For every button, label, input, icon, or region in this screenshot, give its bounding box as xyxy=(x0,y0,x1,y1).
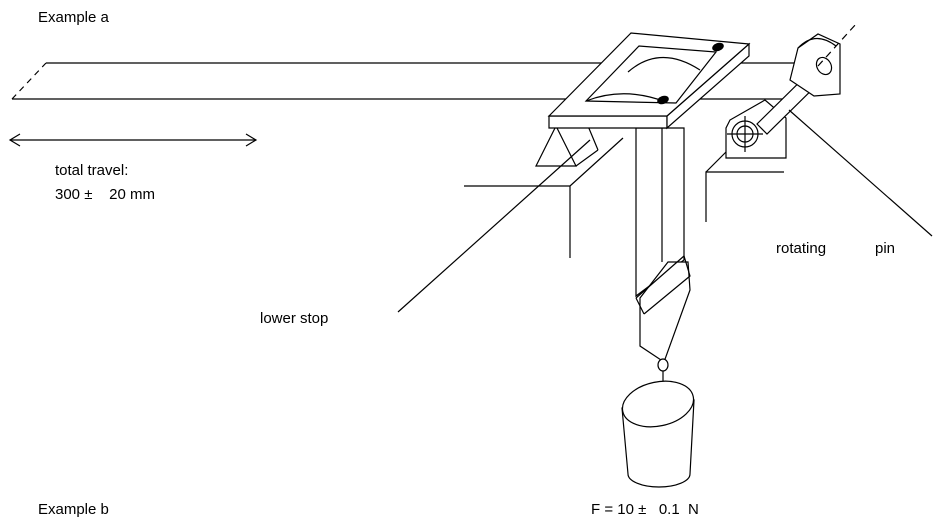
rotating-label: rotating xyxy=(776,240,827,257)
lower-stop-wedge xyxy=(535,124,599,167)
total-travel-label: total travel: xyxy=(55,162,129,179)
far-bearing-block xyxy=(789,33,841,97)
hanging-strap xyxy=(635,127,685,298)
example-b-label: Example b xyxy=(38,501,109,518)
left-support-block xyxy=(464,137,624,258)
carriage-frame xyxy=(547,32,751,130)
travel-value-label: 300 ± 20 mm xyxy=(55,186,155,203)
rotation-axis-line xyxy=(817,23,857,67)
right-support-block xyxy=(705,151,784,222)
lower-stop-leader xyxy=(397,139,591,313)
rotating-pin-leader xyxy=(788,109,933,237)
force-label: F = 10 ± 0.1 N xyxy=(591,501,699,518)
lower-stop-label: lower stop xyxy=(260,310,329,327)
pin-label: pin xyxy=(875,240,896,257)
clamp-assembly xyxy=(635,254,691,384)
travel-arrow xyxy=(8,133,258,147)
weight-cylinder xyxy=(621,380,695,488)
example-a-label: Example a xyxy=(38,9,109,26)
